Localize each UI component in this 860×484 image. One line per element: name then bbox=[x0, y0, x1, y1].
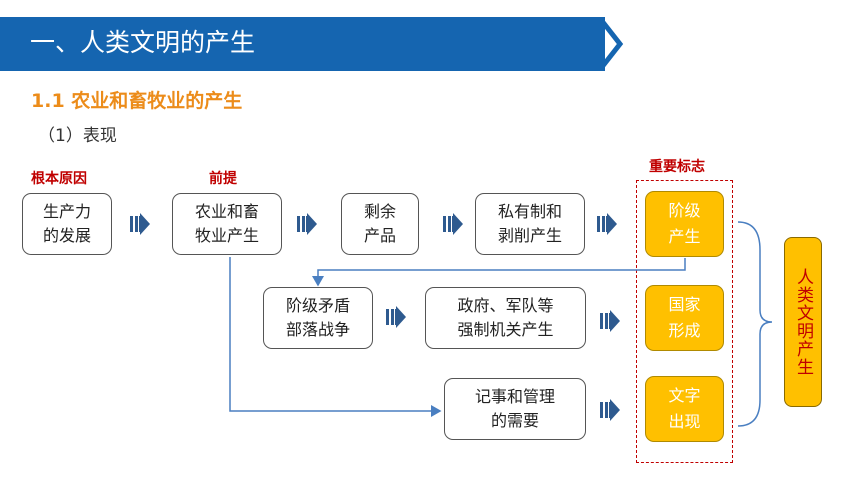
title-bar bbox=[0, 17, 605, 71]
arrow-5 bbox=[386, 306, 406, 328]
page-title: 一、人类文明的产生 bbox=[30, 28, 256, 57]
box-government: 政府、军队等强制机关产生 bbox=[425, 287, 586, 349]
subsection-title: （1）表现 bbox=[38, 126, 117, 146]
section-title: 1.1 农业和畜牧业的产生 bbox=[31, 90, 243, 112]
box-records: 记事和管理的需要 bbox=[444, 378, 586, 440]
box-writing: 文字出现 bbox=[645, 376, 724, 442]
arrow-3 bbox=[443, 213, 463, 235]
arrow-7 bbox=[600, 399, 620, 421]
label-premise: 前提 bbox=[209, 171, 237, 187]
label-root-cause: 根本原因 bbox=[31, 171, 87, 187]
result-label: 人类文明产生 bbox=[793, 268, 813, 376]
box-surplus: 剩余产品 bbox=[341, 193, 419, 255]
connector-classes-to-conflict bbox=[312, 258, 686, 287]
arrow-2 bbox=[297, 213, 317, 235]
bracket-to-result bbox=[737, 221, 773, 427]
box-agriculture: 农业和畜牧业产生 bbox=[172, 193, 282, 255]
box-classes: 阶级产生 bbox=[645, 191, 724, 257]
arrow-6 bbox=[600, 310, 620, 332]
box-state: 国家形成 bbox=[645, 285, 724, 351]
box-productivity: 生产力的发展 bbox=[22, 193, 112, 255]
arrow-4 bbox=[597, 213, 617, 235]
arrow-1 bbox=[130, 213, 150, 235]
box-private-ownership: 私有制和剥削产生 bbox=[475, 193, 585, 255]
label-key-sign: 重要标志 bbox=[649, 159, 705, 175]
chevron-right-icon bbox=[600, 19, 624, 69]
connector-agriculture-to-records bbox=[229, 257, 442, 417]
box-conflict: 阶级矛盾部落战争 bbox=[263, 287, 373, 349]
box-civilization: 人类文明产生 bbox=[784, 237, 822, 407]
key-sign-frame bbox=[636, 180, 733, 463]
